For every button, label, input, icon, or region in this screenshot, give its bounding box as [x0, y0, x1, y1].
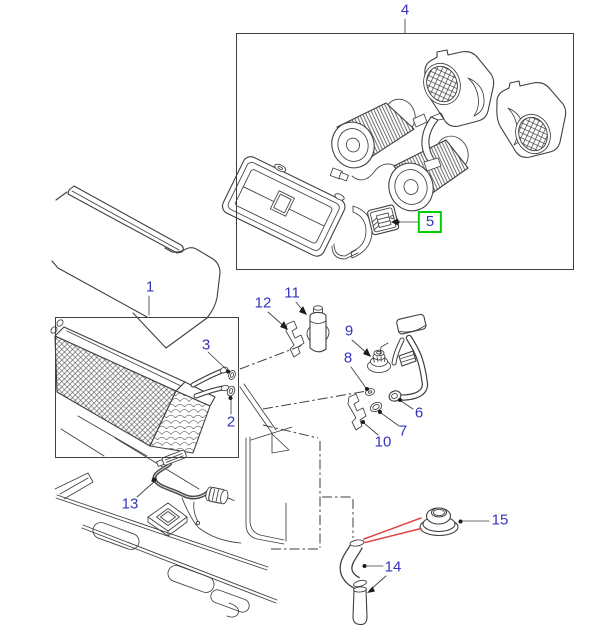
- pipe-bracket-10: [347, 393, 367, 431]
- callout-10: 10: [374, 433, 392, 451]
- callout-6: 6: [414, 404, 424, 422]
- cowl-panel: [51, 185, 221, 349]
- mounting-boss: [147, 502, 188, 537]
- callout-14: 14: [384, 558, 402, 576]
- callout-1: 1: [145, 278, 155, 296]
- o-ring-7: [369, 401, 383, 413]
- drain-hose: [339, 539, 368, 626]
- wiring-harness: [151, 449, 235, 526]
- grommet-9: [367, 342, 391, 373]
- heater-matrix: [50, 319, 236, 454]
- callout-5: 5: [417, 211, 443, 233]
- callout-2: 2: [226, 413, 236, 431]
- blower-assembly: [221, 49, 567, 260]
- assembly-axis-lines: [239, 344, 368, 550]
- callout-8: 8: [343, 349, 353, 367]
- intake-duct: [221, 156, 373, 260]
- o-ring-3: [228, 370, 236, 380]
- blower-housing: [421, 49, 567, 172]
- resistor-unit: [367, 204, 400, 236]
- blower-assembly-group-box: [236, 33, 574, 270]
- heater-matrix-group-box: [55, 317, 239, 458]
- mounting-strap-icon: [421, 112, 445, 172]
- heater-valve: [306, 305, 330, 353]
- callout-15: 15: [491, 511, 509, 529]
- bulkhead-panel: [54, 383, 293, 618]
- red-pointer-lines: [363, 517, 422, 544]
- heater-pipe-6: [388, 313, 429, 402]
- callout-13: 13: [121, 495, 139, 513]
- callout-12: 12: [254, 294, 272, 312]
- blower-motor: [329, 98, 469, 212]
- callout-7: 7: [398, 422, 408, 440]
- callout-4: 4: [400, 1, 410, 19]
- callout-3: 3: [201, 336, 211, 354]
- valve-bracket-12: [285, 320, 305, 358]
- blanking-grommet: [419, 507, 459, 537]
- leader-lines: [136, 18, 490, 593]
- callout-11: 11: [284, 284, 300, 302]
- o-ring-2: [226, 385, 236, 397]
- callout-9: 9: [344, 322, 354, 340]
